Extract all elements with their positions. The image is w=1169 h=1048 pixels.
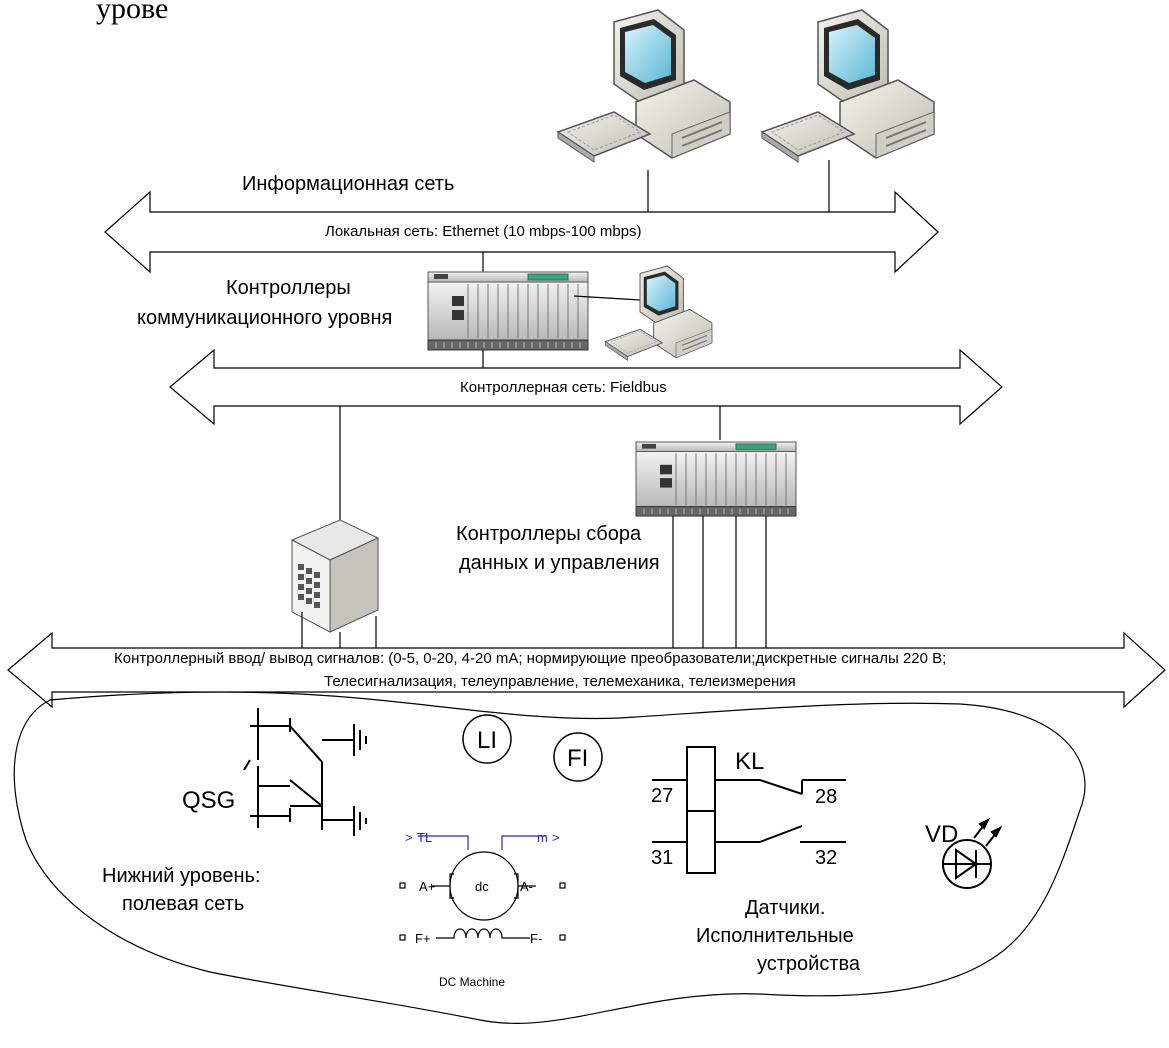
dc-center-label: dc bbox=[475, 879, 489, 894]
kl-terminal-28: 28 bbox=[815, 786, 837, 808]
top-clipped-text: урове bbox=[96, 0, 168, 25]
dc-tl-marker: > bbox=[405, 830, 413, 845]
qsg-label: QSG bbox=[182, 787, 235, 814]
daq-controllers-label-2: данных и управления bbox=[459, 552, 660, 574]
dc-f-plus-label: F+ bbox=[415, 931, 431, 946]
lan-bus-label: Локальная сеть: Ethernet (10 mbps-100 mb… bbox=[325, 223, 642, 240]
grounded-switch-icon bbox=[243, 708, 367, 836]
fieldbus-bus bbox=[169, 348, 1003, 426]
ethernet-bus bbox=[104, 190, 939, 274]
field-level-region bbox=[13, 691, 1086, 1024]
kl-terminal-32: 32 bbox=[815, 847, 837, 869]
io-bus-label-2: Телесигнализация, телеуправление, телеме… bbox=[324, 673, 796, 690]
dc-a-plus-label: A+ bbox=[419, 879, 435, 894]
io-signal-bus bbox=[7, 631, 1166, 709]
field-label-1: Нижний уровень: bbox=[102, 865, 261, 887]
plc-rack-icon bbox=[635, 441, 797, 517]
dc-f-minus-label: F- bbox=[530, 931, 542, 946]
field-label-2: полевая сеть bbox=[122, 893, 244, 915]
level-indicator-symbol bbox=[462, 714, 512, 764]
dc-machine-caption: DC Machine bbox=[439, 975, 505, 989]
sensors-label-3: устройства bbox=[757, 953, 861, 975]
dc-m-label: m bbox=[537, 830, 548, 845]
workstation-icon bbox=[557, 9, 731, 163]
fi-label: FI bbox=[567, 745, 588, 772]
comm-controllers-label-2: коммуникационного уровня bbox=[137, 307, 392, 329]
sensors-label-2: Исполнительные bbox=[696, 925, 854, 947]
dc-machine-block-icon bbox=[399, 835, 566, 941]
kl-terminal-31: 31 bbox=[651, 847, 673, 869]
server-tower-icon bbox=[290, 519, 380, 633]
dc-a-minus-label: A- bbox=[520, 879, 533, 894]
fieldbus-label: Контроллерная сеть: Fieldbus bbox=[460, 379, 667, 396]
workstation-icon bbox=[604, 265, 713, 361]
vd-label: VD bbox=[925, 821, 958, 848]
dc-m-marker: > bbox=[552, 830, 560, 845]
relay-coil-icon bbox=[652, 746, 846, 874]
comm-controllers-label-1: Контроллеры bbox=[226, 277, 351, 299]
sensors-label-1: Датчики. bbox=[745, 897, 825, 919]
dc-tl-label: TL bbox=[417, 830, 432, 845]
kl-label: KL bbox=[735, 748, 764, 775]
li-label: LI bbox=[477, 727, 497, 754]
daq-controllers-label-1: Контроллеры сбора bbox=[456, 523, 642, 545]
flow-indicator-symbol bbox=[553, 732, 603, 782]
plc-rack-icon bbox=[427, 271, 589, 351]
kl-terminal-27: 27 bbox=[651, 785, 673, 807]
info-network-label: Информационная сеть bbox=[242, 173, 454, 195]
photodiode-icon bbox=[942, 817, 1003, 889]
io-bus-label-1: Контроллерный ввод/ вывод сигналов: (0-5… bbox=[114, 650, 946, 667]
workstation-icon bbox=[761, 9, 935, 163]
